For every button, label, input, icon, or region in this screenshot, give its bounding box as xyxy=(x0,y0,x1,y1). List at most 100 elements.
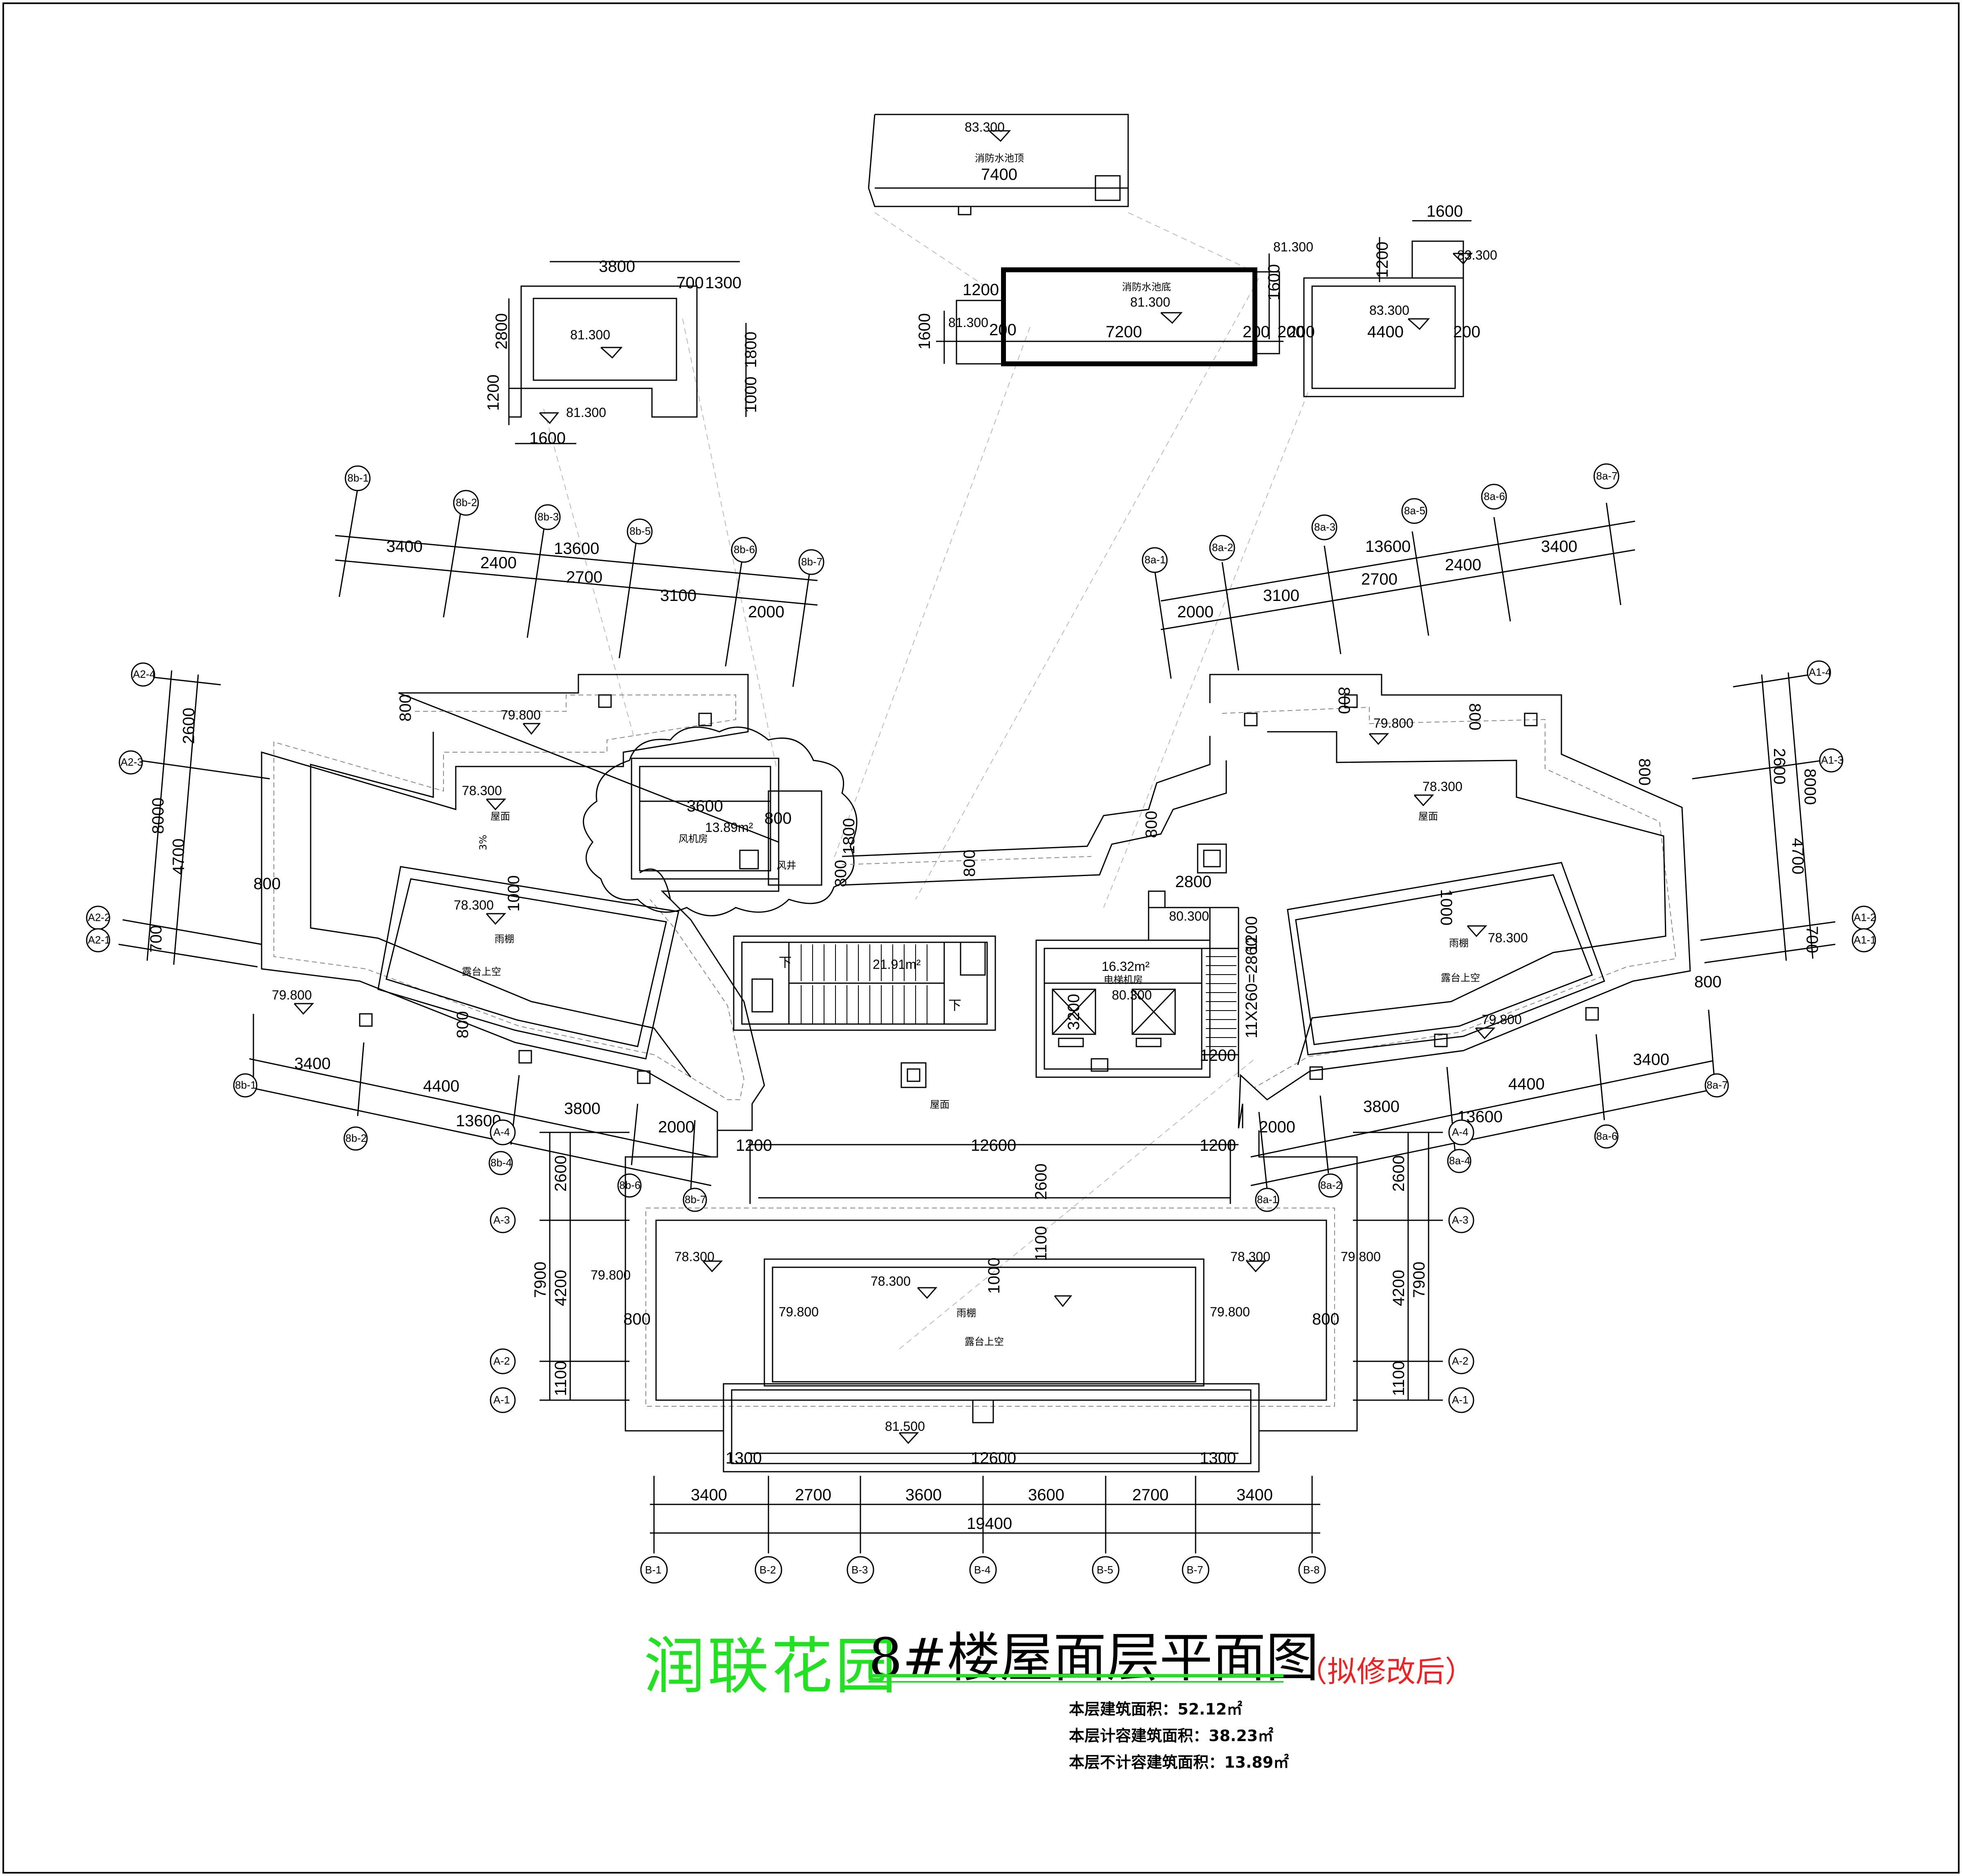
south-dim-l2: 4200 xyxy=(552,1270,570,1306)
rw-side-bubbles xyxy=(1807,660,1876,953)
rw-axis-5: 8a-5 xyxy=(1404,504,1425,517)
lw-axis-3: 8b-3 xyxy=(538,511,559,523)
left-roof-dim-1200: 1200 xyxy=(484,374,502,411)
lw-bottom-dim-2: 4400 xyxy=(423,1077,459,1095)
south-axis-b2: B-2 xyxy=(759,1564,776,1576)
roof-hatch xyxy=(900,1062,927,1088)
fan-room-cloud xyxy=(582,726,858,917)
project-name: 润联花园 xyxy=(644,1631,899,1702)
stair-treads xyxy=(801,944,927,1024)
rw-axis-6: 8a-6 xyxy=(1484,490,1505,502)
right-roof-dim-200a: 200 xyxy=(1288,323,1315,341)
stair-area: 21.91m² xyxy=(873,957,921,972)
south-axis-b7: B-7 xyxy=(1187,1564,1203,1576)
south-axis-r4: A-1 xyxy=(1452,1394,1468,1406)
tank-top-dim: 7400 xyxy=(981,166,1017,184)
lw-bottom-dims xyxy=(249,1014,712,1190)
south-bottom-dim-1: 3400 xyxy=(691,1486,727,1504)
south-axis-b4: B-4 xyxy=(974,1564,990,1576)
lw-elev-4: 79.800 xyxy=(272,988,312,1002)
rw-axis-2: 8a-2 xyxy=(1212,541,1233,554)
south-label-terrace: 露台上空 xyxy=(965,1336,1004,1347)
lw-axis-2: 8b-2 xyxy=(456,496,477,509)
lw-side-dim-1: 2600 xyxy=(180,708,198,744)
right-roof-elev2: 83.300 xyxy=(1369,303,1409,318)
south-dim-r3: 1100 xyxy=(1390,1361,1408,1396)
area-value-1: 52.12㎡ xyxy=(1178,1700,1243,1718)
south-label-canopy: 雨棚 xyxy=(956,1307,976,1319)
south-dim-1000: 1000 xyxy=(985,1257,1003,1294)
tank-bottom-label: 消防水池底 xyxy=(1122,281,1171,293)
corridor-link xyxy=(842,736,1227,886)
lw-bottom-axis-4: 8b-6 xyxy=(619,1179,641,1191)
south-axis-b3: B-3 xyxy=(851,1564,868,1576)
south-bottom-total: 19400 xyxy=(967,1515,1012,1533)
rw-label-terrace: 露台上空 xyxy=(1441,972,1480,984)
tank-bottom-dim-200b: 200 xyxy=(1243,323,1270,341)
south-dim-r2: 4200 xyxy=(1390,1270,1408,1306)
lw-top-dim-1: 3400 xyxy=(386,538,423,556)
right-wing-outline xyxy=(1209,674,1691,1129)
south-elev-5: 79.800 xyxy=(1341,1249,1381,1264)
lw-bottom-axis-2: 8b-2 xyxy=(345,1132,367,1144)
right-roof-dim-4400: 4400 xyxy=(1367,323,1404,341)
rw-d800-2: 800 xyxy=(1466,703,1484,731)
south-axis-l3: A-2 xyxy=(493,1355,510,1367)
south-side-bubbles xyxy=(490,1119,1474,1413)
rw-side-axis-4: A1-1 xyxy=(1854,934,1876,946)
left-roof-dim-3800: 3800 xyxy=(599,258,635,276)
rw-label-roof: 屋面 xyxy=(1418,811,1438,822)
right-roof-dim-1200: 1200 xyxy=(1373,242,1391,278)
lw-d1000: 1000 xyxy=(505,875,523,912)
lw-axis-7: 8b-7 xyxy=(801,556,822,568)
area-label-2: 本层计容建筑面积： xyxy=(1069,1727,1209,1745)
left-wing-outline xyxy=(261,674,779,1131)
right-roof-elev1: 83.300 xyxy=(1457,248,1497,262)
rw-top-bubbles xyxy=(1142,463,1619,573)
lw-d800-3: 800 xyxy=(454,1011,472,1038)
lw-bottom-bubbles xyxy=(233,1073,707,1212)
fan-room-label: 风机房 xyxy=(679,833,708,845)
south-bottom-dim-5: 2700 xyxy=(1132,1486,1169,1504)
elev-dim-3200: 3200 xyxy=(1065,994,1083,1030)
lw-bottom-dim-1: 3400 xyxy=(294,1055,331,1073)
south-elev-8: 81.500 xyxy=(885,1419,925,1434)
rw-bottom-dim-3: 4400 xyxy=(1508,1075,1545,1093)
lw-bottom-axis-3: 8b-4 xyxy=(490,1157,512,1169)
lw-bottom-axis-5: 8b-7 xyxy=(685,1193,706,1206)
south-bottom-bubbles xyxy=(640,1556,1326,1584)
south-inner-dim-1: 1300 xyxy=(726,1449,762,1467)
south-bottom-dims xyxy=(650,1476,1320,1553)
corridor-dim-800a: 800 xyxy=(961,849,979,877)
lw-label-terrace: 露台上空 xyxy=(462,966,501,977)
south-axis-b8: B-8 xyxy=(1303,1564,1319,1576)
rw-bottom-bubbles xyxy=(1255,1073,1729,1212)
south-elev-6: 79.800 xyxy=(779,1304,819,1319)
core-roof-label: 屋面 xyxy=(930,1099,950,1110)
drawing-title: 8#楼屋面层平面图 xyxy=(869,1627,1319,1689)
south-dim-r1: 2600 xyxy=(1390,1155,1408,1192)
fan-room-dim: 3600 xyxy=(687,797,723,815)
lw-elev-1: 79.800 xyxy=(501,708,541,722)
rw-bottom-dim-1: 2000 xyxy=(1259,1118,1295,1136)
south-dim-l3: 1100 xyxy=(552,1361,570,1396)
south-axis-b5: B-5 xyxy=(1097,1564,1113,1576)
tank-bottom-elev3: 81.300 xyxy=(948,315,988,330)
lw-side-total: 8000 xyxy=(149,798,167,834)
south-axis-r3: A-2 xyxy=(1452,1355,1468,1367)
area-label-3: 本层不计容建筑面积： xyxy=(1069,1753,1225,1771)
area-row-3: 本层不计容建筑面积：13.89㎡ xyxy=(1069,1750,1289,1772)
rw-side-axis-2: A1-3 xyxy=(1821,754,1843,766)
lw-d800-2: 800 xyxy=(253,875,281,893)
tank-top-plan xyxy=(868,114,1129,215)
rw-axis-1: 8a-1 xyxy=(1144,554,1166,566)
rw-bottom-axis-2: 8a-2 xyxy=(1320,1179,1342,1191)
south-inner-dim-2: 12600 xyxy=(971,1449,1016,1467)
lw-d800-1: 800 xyxy=(396,694,414,722)
area-value-3: 13.89㎡ xyxy=(1224,1753,1289,1771)
tank-bottom-dim-1200: 1200 xyxy=(963,281,999,299)
lw-bottom-dim-3: 3800 xyxy=(564,1100,600,1118)
lw-top-axis-bubbles xyxy=(345,465,824,575)
